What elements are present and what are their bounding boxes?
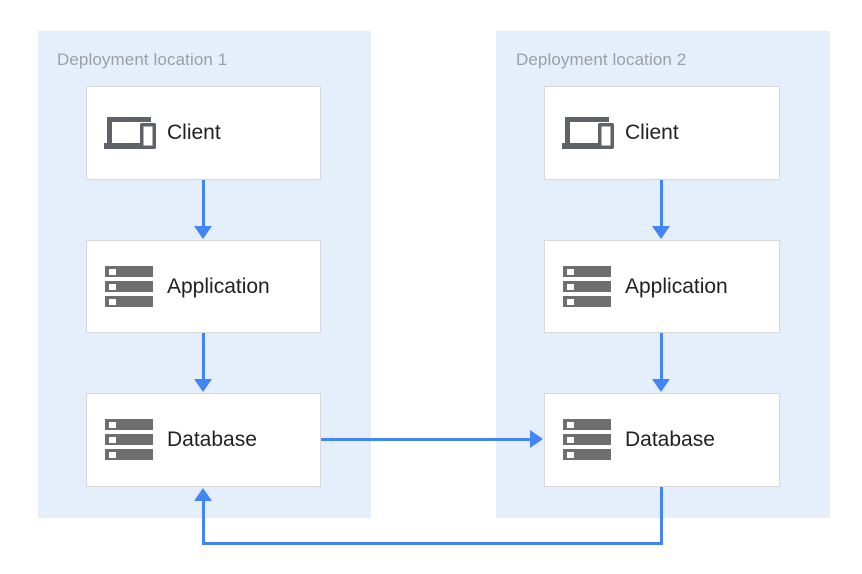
connector-database-1-to-database-2 <box>321 438 530 441</box>
connector-application-1-to-database-1 <box>202 333 205 381</box>
zone-1-title: Deployment location 1 <box>57 50 228 69</box>
connector-client-1-to-application-1-arrowhead <box>194 226 212 239</box>
node-application-2[interactable]: Application <box>544 240 780 333</box>
zone-2-title: Deployment location 2 <box>516 50 687 69</box>
node-client-2-label: Client <box>625 121 679 144</box>
devices-icon <box>557 109 619 157</box>
connector-application-2-to-database-2 <box>660 333 663 381</box>
devices-icon <box>99 109 161 157</box>
node-database-2-label: Database <box>625 428 715 451</box>
node-client-1-label: Client <box>167 121 221 144</box>
server-icon <box>557 263 619 311</box>
server-icon <box>99 416 161 464</box>
node-application-2-label: Application <box>625 274 728 298</box>
connector-application-1-to-database-1-arrowhead <box>194 379 212 392</box>
node-application-1[interactable]: Application <box>86 240 321 333</box>
server-icon <box>99 263 161 311</box>
connector-database-2-to-database-1-segment-down <box>660 487 663 545</box>
node-client-2[interactable]: Client <box>544 86 780 180</box>
connector-client-2-to-application-2-arrowhead <box>652 226 670 239</box>
connector-application-2-to-database-2-arrowhead <box>652 379 670 392</box>
connector-client-2-to-application-2 <box>660 180 663 228</box>
node-application-1-label: Application <box>167 274 270 298</box>
server-icon <box>557 416 619 464</box>
connector-database-1-to-database-2-arrowhead <box>530 430 543 448</box>
connector-database-2-to-database-1-arrowhead <box>194 488 212 501</box>
node-client-1[interactable]: Client <box>86 86 321 180</box>
node-database-1-label: Database <box>167 428 257 451</box>
connector-client-1-to-application-1 <box>202 180 205 228</box>
node-database-1[interactable]: Database <box>86 393 321 487</box>
connector-database-2-to-database-1-segment-left <box>202 542 663 545</box>
connector-database-2-to-database-1-segment-up <box>202 500 205 545</box>
node-database-2[interactable]: Database <box>544 393 780 487</box>
